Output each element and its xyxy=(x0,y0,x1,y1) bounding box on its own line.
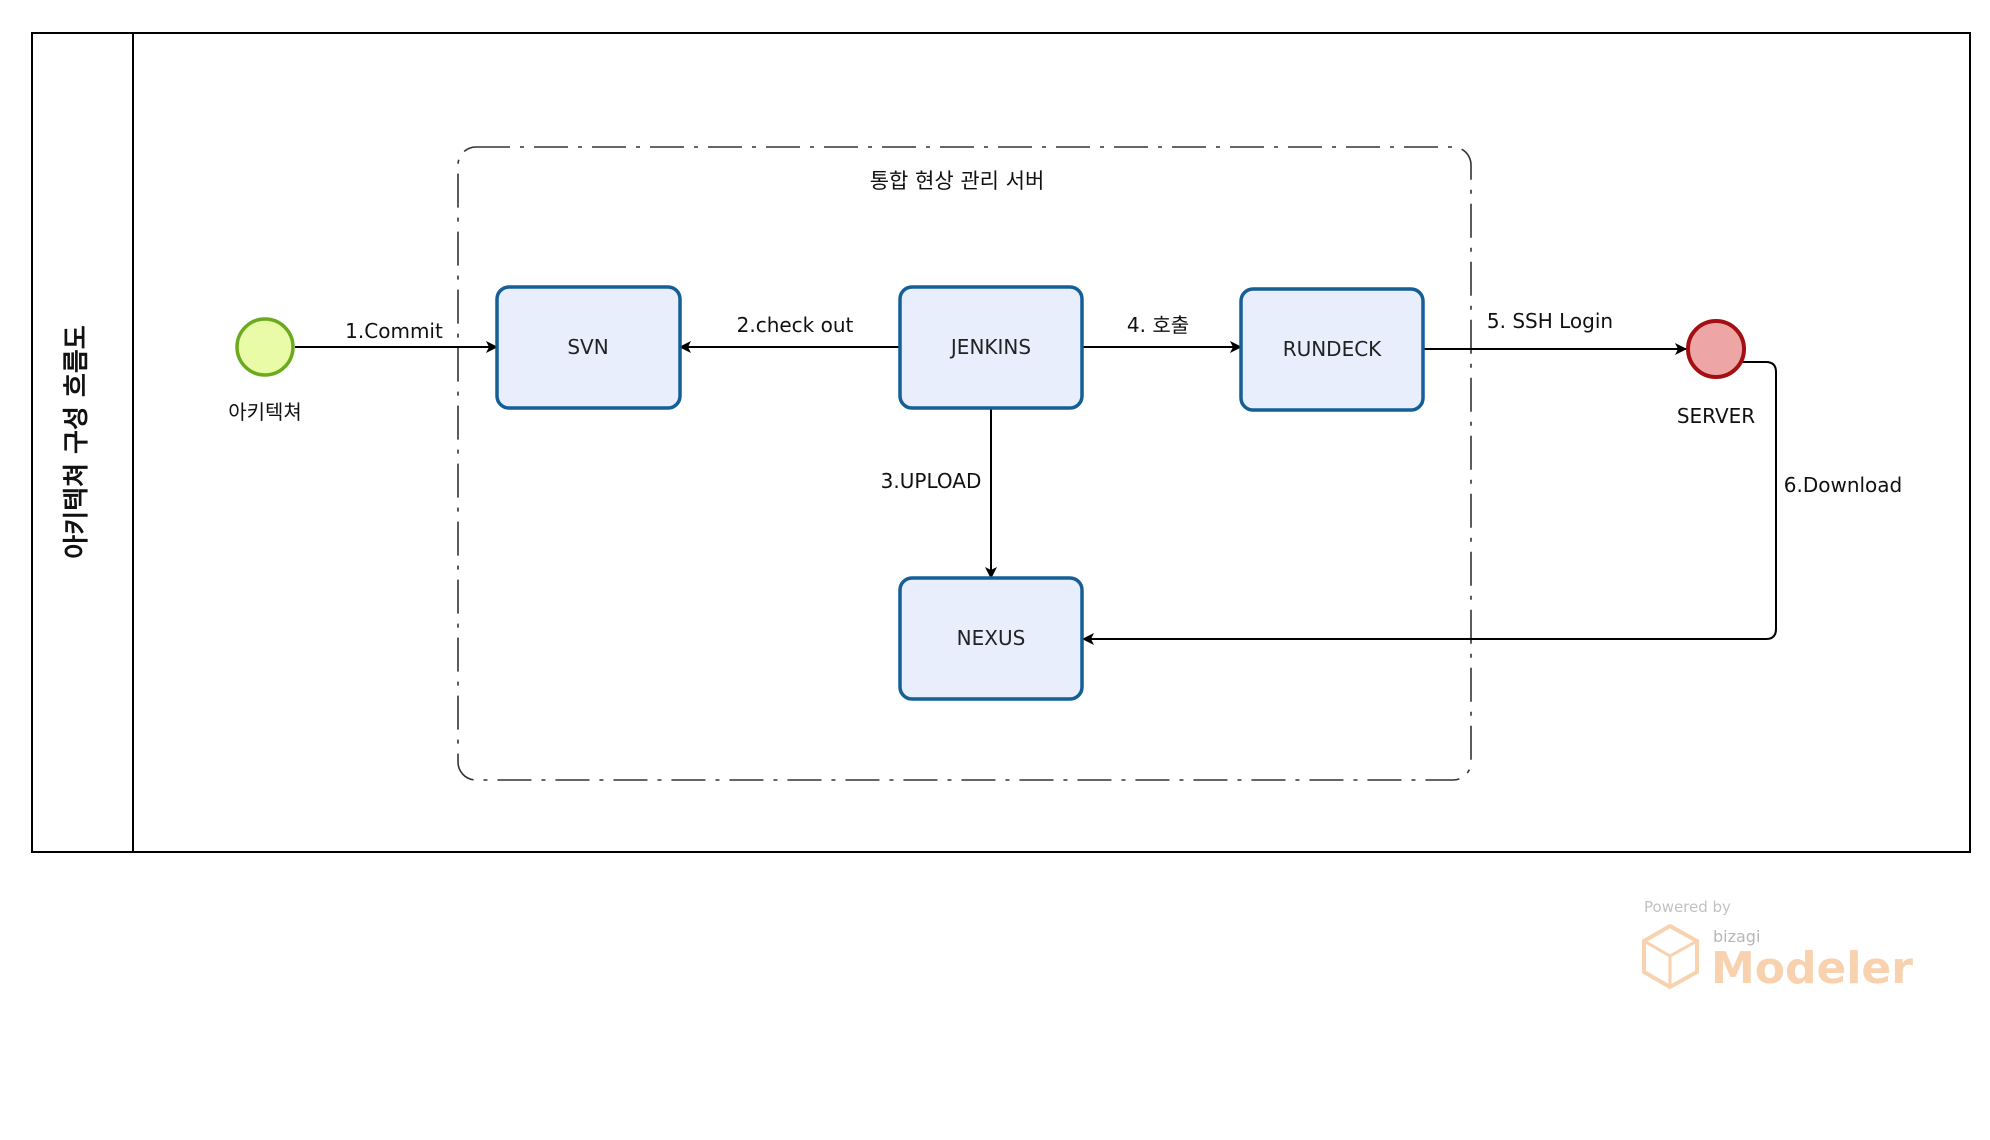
task-nexus[interactable]: NEXUS xyxy=(898,576,1084,701)
end-event-label: SERVER xyxy=(1677,404,1755,428)
task-nexus-label: NEXUS xyxy=(957,626,1026,650)
flow-checkout-label: 2.check out xyxy=(737,313,854,337)
task-jenkins-label: JENKINS xyxy=(949,335,1031,359)
start-event-label: 아키텍쳐 xyxy=(228,400,302,424)
group-title: 통합 현상 관리 서버 xyxy=(870,169,1045,193)
flow-commit-label: 1.Commit xyxy=(345,319,443,343)
pool-title: 아키텍쳐 구성 흐름도 xyxy=(62,325,92,558)
watermark-powered-by: Powered by xyxy=(1644,898,1731,916)
task-rundeck-label: RUNDECK xyxy=(1283,337,1382,361)
bizagi-watermark: Powered by bizagi Modeler xyxy=(1642,898,1913,994)
watermark-brand-small: bizagi xyxy=(1713,927,1760,946)
group-box xyxy=(457,146,1472,781)
task-svn[interactable]: SVN xyxy=(495,285,682,410)
flow-download-label: 6.Download xyxy=(1784,473,1903,497)
flow-call-label: 4. 호출 xyxy=(1127,313,1189,337)
watermark-brand: Modeler xyxy=(1711,943,1913,994)
bizagi-logo-icon xyxy=(1642,923,1699,990)
flow-ssh-label: 5. SSH Login xyxy=(1487,309,1613,333)
task-jenkins[interactable]: JENKINS xyxy=(898,285,1084,410)
task-rundeck[interactable]: RUNDECK xyxy=(1239,287,1425,412)
flow-upload-label: 3.UPLOAD xyxy=(881,469,982,493)
end-event[interactable] xyxy=(1686,319,1746,379)
task-svn-label: SVN xyxy=(567,335,608,359)
pool-border xyxy=(31,32,1971,853)
start-event[interactable] xyxy=(235,317,295,377)
flow-download[interactable] xyxy=(1082,361,1777,645)
